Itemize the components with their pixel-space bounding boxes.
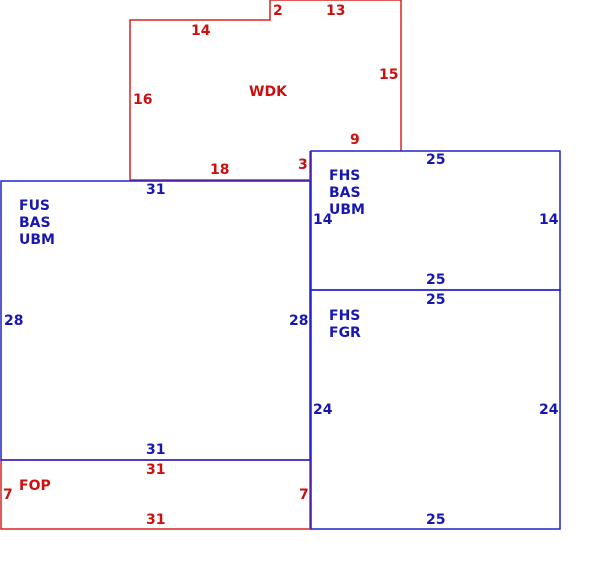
- fhs-bas-line-2: BAS: [329, 185, 361, 201]
- fhs-fgr-dim-top: 25: [426, 292, 445, 308]
- wdk-name: WDK: [249, 84, 288, 100]
- fhs-bas-dim-top: 25: [426, 152, 445, 168]
- fop-dim-top: 31: [146, 462, 165, 478]
- wdk-outline: [129, 0, 402, 181]
- wdk-dim-right: 15: [379, 67, 398, 83]
- fhs-fgr-line-1: FHS: [329, 308, 360, 324]
- fhs-bas-dim-right: 14: [539, 212, 559, 228]
- fop-dim-left: 7: [3, 487, 13, 503]
- fhs-fgr-dim-right: 24: [539, 402, 559, 418]
- fus-line-1: FUS: [19, 198, 50, 214]
- wdk-dim-top-left: 14: [191, 23, 211, 39]
- fus-dim-left: 28: [4, 313, 23, 329]
- fus-dim-right: 28: [289, 313, 308, 329]
- wdk-dim-bottom-left: 18: [210, 162, 229, 178]
- fop-dim-right: 7: [299, 487, 309, 503]
- fop-dim-bottom: 31: [146, 512, 165, 528]
- fop-name: FOP: [19, 478, 51, 494]
- fus-outline: [0, 180, 311, 461]
- fhs-bas-line-3: UBM: [329, 202, 365, 218]
- fhs-fgr-outline: [310, 289, 561, 530]
- fhs-bas-dim-bottom: 25: [426, 272, 445, 288]
- fhs-bas-line-1: FHS: [329, 168, 360, 184]
- fus-line-3: UBM: [19, 232, 55, 248]
- wdk-dim-step: 2: [273, 3, 283, 19]
- fhs-fgr-line-2: FGR: [329, 325, 361, 341]
- fhs-bas-dim-left: 14: [313, 212, 333, 228]
- wdk-dim-bottom-step: 3: [298, 157, 308, 173]
- fus-line-2: BAS: [19, 215, 51, 231]
- fop-outline: [0, 460, 311, 530]
- wdk-dim-left: 16: [133, 92, 152, 108]
- fus-dim-bottom: 31: [146, 442, 165, 458]
- wdk-dim-top-right: 13: [326, 3, 345, 19]
- fus-dim-top: 31: [146, 182, 165, 198]
- wdk-dim-bottom-right: 9: [350, 132, 360, 148]
- fhs-fgr-dim-left: 24: [313, 402, 333, 418]
- fhs-fgr-dim-bottom: 25: [426, 512, 445, 528]
